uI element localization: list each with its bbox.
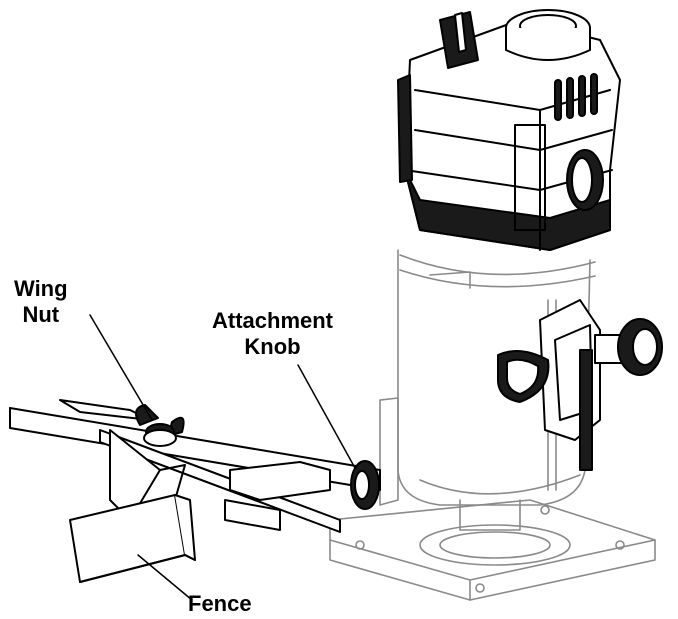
base-plate: [330, 500, 655, 600]
label-fence: Fence: [188, 591, 252, 617]
fence-plate: [70, 495, 195, 582]
label-attachment-knob-line2: Knob: [212, 334, 333, 360]
motor-housing: [398, 10, 620, 250]
leader-attachment-knob: [298, 365, 355, 468]
label-wing-nut-line2: Nut: [14, 302, 68, 328]
leader-wing-nut: [90, 315, 152, 420]
label-wing-nut-line1: Wing: [14, 276, 68, 302]
label-attachment-knob: Attachment Knob: [212, 308, 333, 360]
label-wing-nut: Wing Nut: [14, 276, 68, 328]
label-attachment-knob-line1: Attachment: [212, 308, 333, 334]
edge-guide-rod: [10, 400, 380, 532]
depth-clamp: [498, 300, 662, 470]
depth-adjust-knob: [595, 319, 662, 375]
leader-fence: [138, 555, 192, 600]
